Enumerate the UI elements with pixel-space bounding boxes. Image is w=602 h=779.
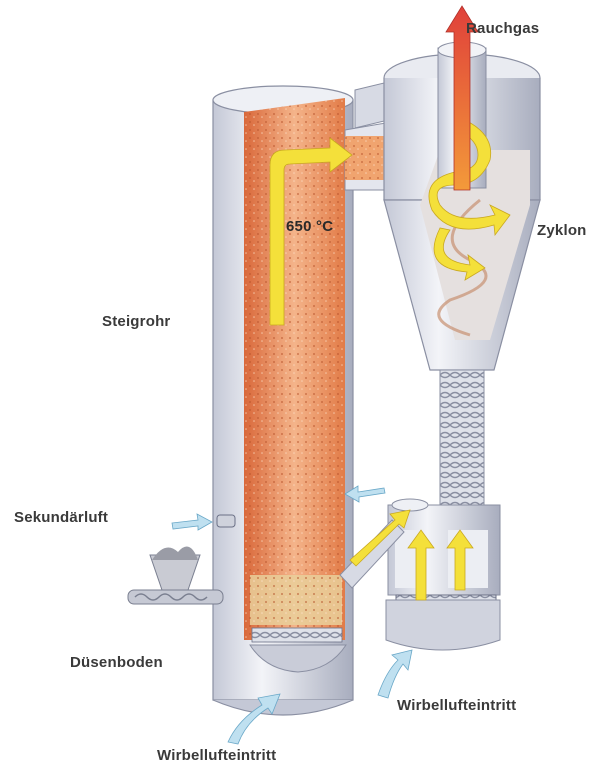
label-wirbellufteintritt-right: Wirbellufteintritt bbox=[397, 697, 516, 714]
label-wirbellufteintritt-bottom: Wirbellufteintritt bbox=[157, 747, 276, 764]
fuel-feed-icon bbox=[128, 547, 223, 604]
secondary-air-nozzle bbox=[217, 515, 235, 527]
label-zyklon: Zyklon bbox=[537, 222, 587, 239]
label-duesenboden: Düsenboden bbox=[70, 654, 163, 671]
label-temperature: 650 °C bbox=[286, 218, 333, 235]
label-steigrohr: Steigrohr bbox=[102, 313, 170, 330]
label-rauchgas: Rauchgas bbox=[466, 20, 539, 37]
label-sekundaerluft: Sekundärluft bbox=[14, 509, 108, 526]
